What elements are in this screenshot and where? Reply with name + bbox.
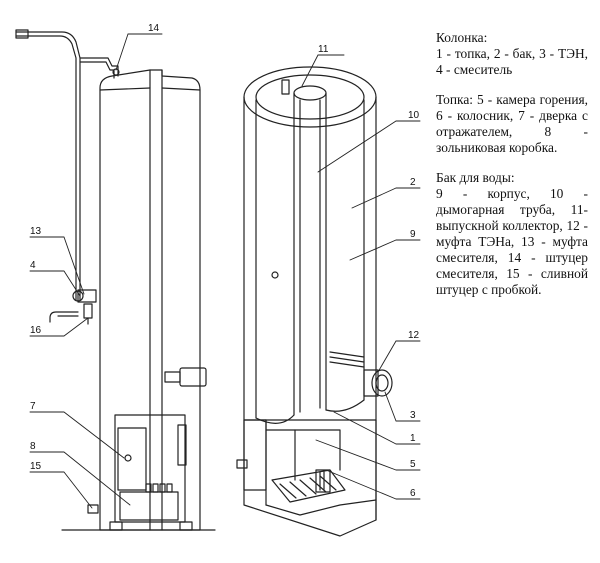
cutaway-view [236,66,393,537]
firebox-exterior [114,414,186,523]
legend-bak-text: 9 - корпус, 10 - дымогарная труба, 11- в… [436,186,588,297]
label-2: 2 [410,177,416,188]
label-10: 10 [408,110,420,121]
label-8: 8 [30,441,36,452]
legend-kolonka: Колонка: 1 - топка, 2 - бак, 3 - ТЭН, 4 … [436,30,588,78]
legend-bak-title: Бак для воды: [436,170,515,185]
label-16: 16 [30,325,42,336]
legend-kolonka-title: Колонка: [436,30,488,45]
legend-kolonka-text: 1 - топка, 2 - бак, 3 - ТЭН, 4 - смесите… [436,46,588,77]
label-14: 14 [148,23,160,34]
grate-ribs [145,483,173,493]
label-7: 7 [30,401,36,412]
leader-lines [29,33,421,509]
smoke-tube-top [293,85,327,101]
legend: Колонка: 1 - топка, 2 - бак, 3 - ТЭН, 4 … [436,30,588,312]
ash-pan-cutaway [315,469,331,493]
tank-top-inner [255,74,365,120]
mixer-connector [79,57,119,77]
tank-body-outline [99,69,201,531]
firebox-door [117,427,147,491]
heater-lines [329,351,365,368]
tank-top-outer [243,66,377,128]
label-11: 11 [318,44,329,55]
shower-pipe [15,31,81,301]
firebox-cutaway [243,419,377,537]
label-6: 6 [410,488,416,499]
mixer-spout [49,311,79,323]
drain-fitting [87,504,99,514]
heater-coupling [179,367,207,387]
outlet-collector [281,79,290,95]
label-1: 1 [410,433,416,444]
label-12: 12 [408,330,420,341]
label-13: 13 [30,226,42,237]
legend-bak: Бак для воды: 9 - корпус, 10 - дымогарна… [436,170,588,298]
label-15: 15 [30,461,42,472]
legend-topka: Топка: 5 - камера горения, 6 - колосник,… [436,92,588,156]
label-4: 4 [30,260,36,271]
label-9: 9 [410,229,416,240]
heater-element [363,369,393,397]
label-3: 3 [410,410,416,421]
grate [271,469,346,503]
legend-topka-text: Топка: 5 - камера горения, 6 - колосник,… [436,92,588,155]
label-5: 5 [410,459,416,470]
exterior-view [15,29,216,531]
grate-bars [279,475,337,499]
ash-box [119,491,179,521]
mixer-body [77,289,97,303]
